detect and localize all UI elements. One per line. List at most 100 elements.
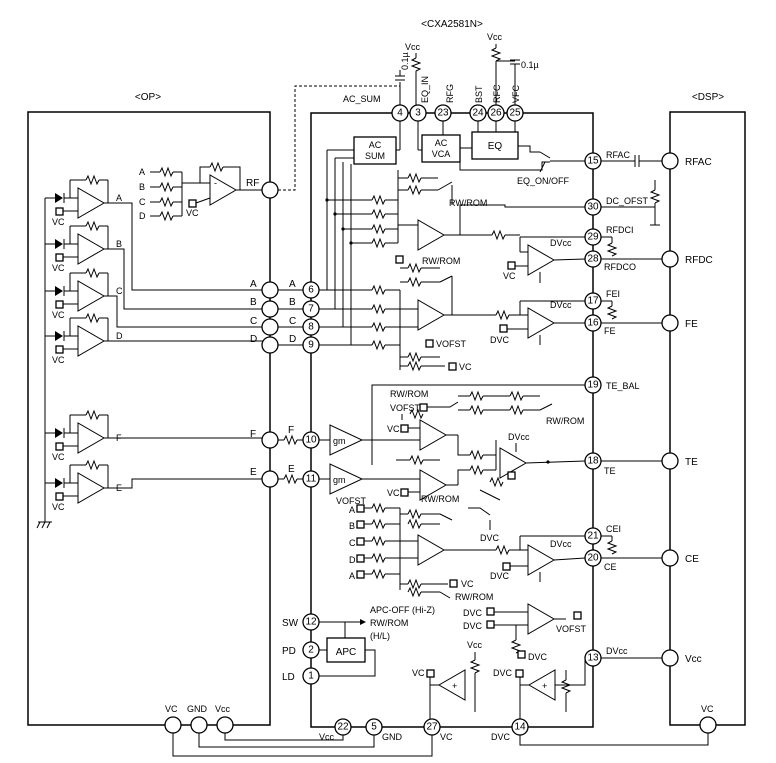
- ce-section: A B C D A DVcc DVC: [349, 502, 586, 602]
- bottom-buffers: VC + Vcc DVC +: [412, 640, 586, 719]
- pin-circle: [487, 104, 505, 122]
- vc-label-6: VC: [412, 668, 425, 678]
- pin-number: 12: [305, 617, 317, 628]
- pd-amp-e: VC E: [45, 459, 122, 512]
- chip-in-d-label: D: [289, 334, 296, 345]
- vcc-bottom-label: Vcc: [319, 732, 335, 742]
- pin-circle: [391, 104, 409, 122]
- vc-label-2: VC: [459, 362, 472, 372]
- cap1-label: 0.1µ: [400, 52, 410, 70]
- pin-10: 10: [302, 431, 320, 449]
- pin-circle: [434, 104, 452, 122]
- vc-label-4: VC: [387, 488, 400, 498]
- rfdco-pin-label: RFDCO: [604, 262, 636, 272]
- dsp-links: [601, 155, 662, 659]
- pd-vc-label: VC: [52, 263, 65, 273]
- pin-number: 3: [415, 108, 421, 119]
- pin-5: 5: [365, 718, 383, 736]
- vofst-label-4: VOFST: [556, 624, 587, 634]
- minus-sign: -: [214, 178, 217, 188]
- rw-rom-label-3: RW/ROM: [390, 389, 428, 399]
- pin-15: 15: [584, 152, 602, 170]
- op-gnd-bottom-label: GND: [187, 704, 208, 714]
- dvcc-pin-label: DVcc: [606, 646, 628, 656]
- apc-section: APC APC-OFF (Hi-Z) RW/ROM (H/L): [319, 605, 435, 677]
- pin-29: 29: [584, 228, 602, 246]
- dsp-rfac-label: RFAC: [685, 157, 712, 168]
- te-section: RW/ROM VOFST RW/ROM gm gm VOFST VC: [319, 384, 586, 543]
- dsp-title: <DSP>: [692, 92, 724, 103]
- ac-vca-block-line1: AC: [435, 138, 448, 148]
- op-terminals: A B C D F E: [250, 279, 279, 488]
- pin-13: 13: [584, 649, 602, 667]
- pin-number: 14: [514, 722, 526, 733]
- dvcc-label-3: DVcc: [508, 432, 530, 442]
- pin-number: 30: [587, 202, 599, 213]
- pin-number: 8: [308, 322, 314, 333]
- dsp-vcc-label: Vcc: [685, 654, 702, 665]
- pd-vc-label: VC: [52, 502, 65, 512]
- pin-number: 10: [305, 435, 317, 446]
- pin-number: 25: [509, 108, 521, 119]
- ce-input-c: C: [349, 538, 356, 548]
- chip-internals: RW/ROM DVcc VC RW/ROM: [319, 149, 587, 719]
- op-terminal-e-label: E: [250, 467, 257, 478]
- op-box: [27, 111, 271, 726]
- vofst-label-2: VOFST: [390, 403, 421, 413]
- plus-sign: +: [452, 681, 457, 691]
- pin-circle: [469, 104, 487, 122]
- pin-number: 20: [587, 553, 599, 564]
- ac-sum-block-line2: SUM: [365, 151, 385, 161]
- photodiode-icon: [55, 331, 63, 341]
- op-terminal-b-label: B: [250, 297, 257, 308]
- pin-22: 22: [334, 718, 352, 736]
- cap2-label: 0.1µ: [521, 60, 539, 70]
- pin-24: 24: [469, 104, 487, 122]
- gm-label-1: gm: [333, 436, 346, 446]
- pin-number: 15: [587, 156, 599, 167]
- vc-label-3: VC: [387, 424, 400, 434]
- rw-rom-label-2: RW/ROM: [422, 256, 460, 266]
- ce-input-b: B: [349, 521, 355, 531]
- vcc-label-internal-1: Vcc: [467, 640, 483, 650]
- dvc-label-4: DVC: [463, 608, 483, 618]
- pin-number: 9: [308, 340, 314, 351]
- ce-input-d: D: [349, 555, 356, 565]
- pin-number: 7: [308, 304, 314, 315]
- pin-number: 16: [587, 318, 599, 329]
- op-terminal-c-label: C: [250, 316, 257, 327]
- pin-27: 27: [423, 718, 441, 736]
- rf-input-c: C: [139, 197, 146, 207]
- eq-in-label: EQ_IN: [420, 76, 430, 103]
- rf-vc-label: VC: [186, 208, 199, 218]
- apc-hl-label: (H/L): [370, 631, 390, 641]
- pin-circle: [506, 104, 524, 122]
- pin-21: 21: [584, 527, 602, 545]
- pin-number: 19: [587, 380, 599, 391]
- pin-2: 2: [302, 641, 320, 659]
- pin-number: 17: [587, 296, 599, 307]
- apc-rw-rom-label: RW/ROM: [370, 618, 408, 628]
- op-terminal-a-label: A: [250, 279, 257, 290]
- ce-input-a2: A: [349, 571, 355, 581]
- op-photodiode-section: VC A VC B VC: [36, 174, 271, 529]
- pd-amp-c: VC C: [45, 267, 123, 320]
- ac-sum-block-line1: AC: [369, 140, 382, 150]
- rfac-pin-label: RFAC: [606, 150, 631, 160]
- pin-number: 23: [437, 108, 449, 119]
- chip-title: <CXA2581N>: [421, 19, 483, 30]
- pin-20: 20: [584, 549, 602, 567]
- apc-off-label: APC-OFF (Hi-Z): [370, 605, 435, 615]
- te-pin-label: TE: [604, 466, 616, 476]
- rf-output-label: RF: [246, 178, 259, 189]
- rw-rom-label-1: RW/ROM: [449, 198, 487, 208]
- pin-number: 5: [371, 722, 377, 733]
- rf-input-d: D: [139, 211, 146, 221]
- dsp-box: [669, 111, 746, 726]
- te-bal-pin-label: TE_BAL: [606, 381, 640, 391]
- pin-number: 27: [426, 722, 438, 733]
- dvcc-label-4: DVcc: [550, 539, 572, 549]
- pin-3: 3: [409, 104, 427, 122]
- pd-vc-label: VC: [52, 217, 65, 227]
